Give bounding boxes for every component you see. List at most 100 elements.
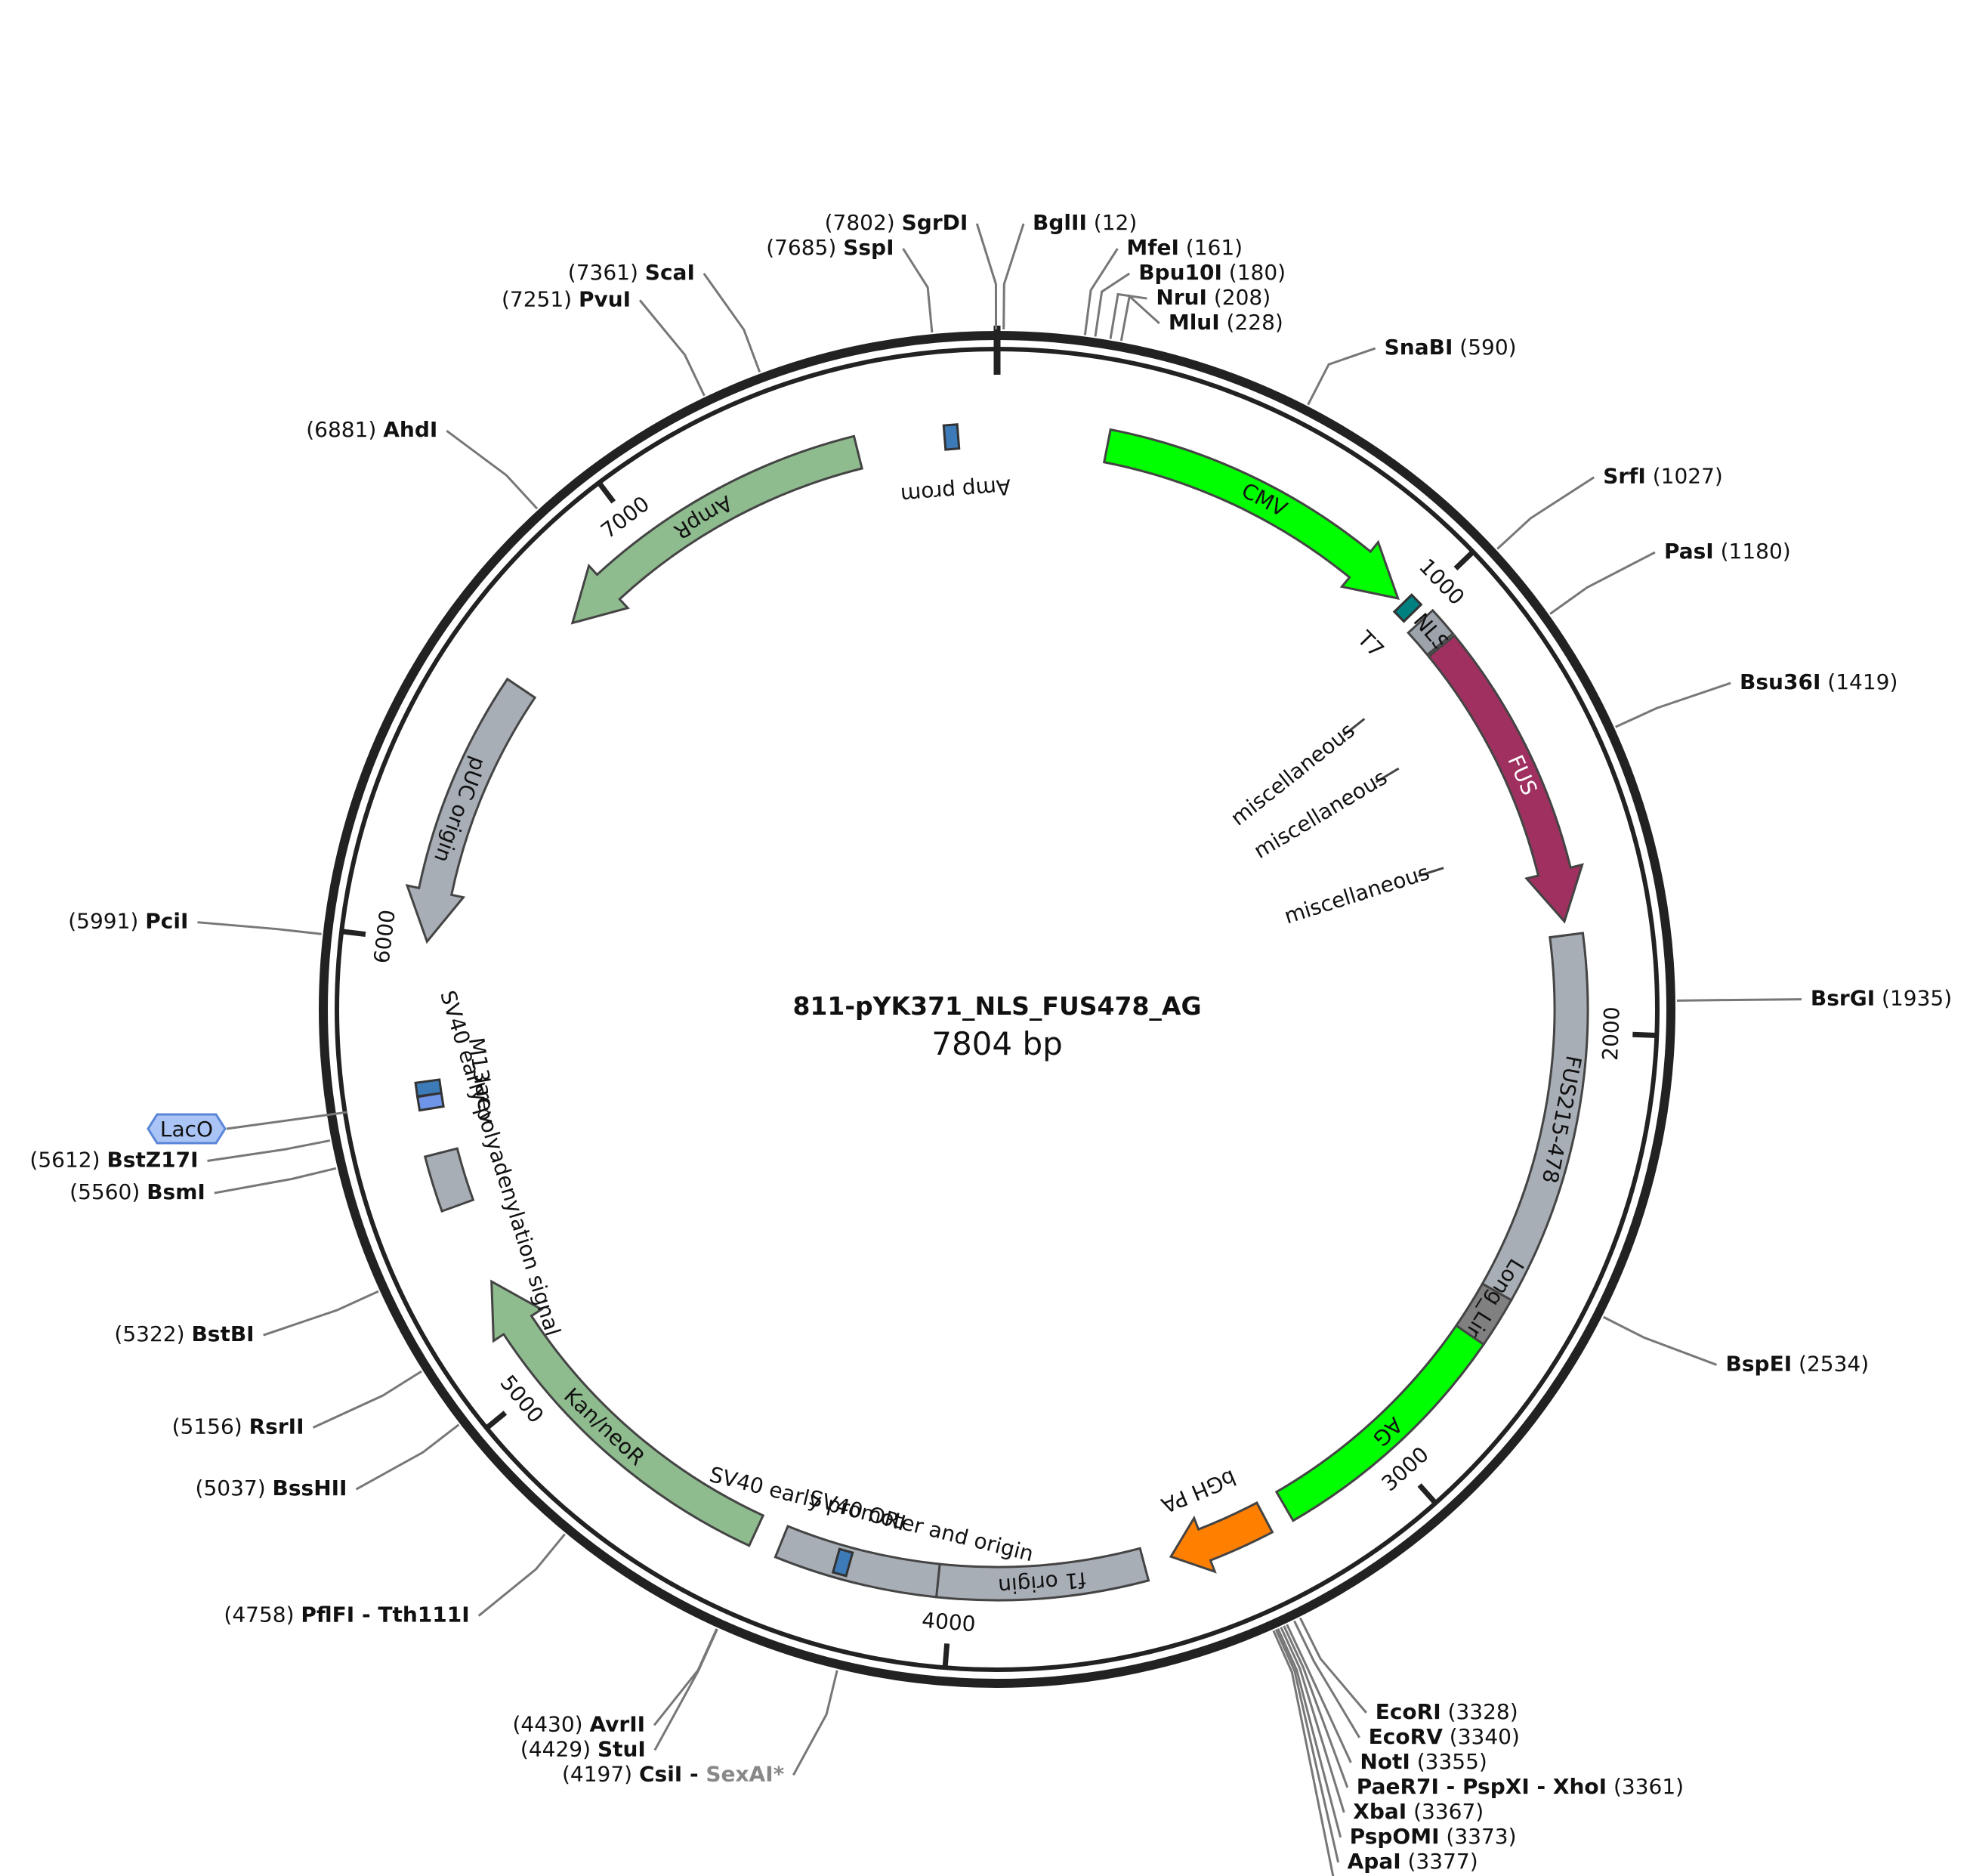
- site-position: (7251): [502, 286, 579, 311]
- site-ecorv: EcoRV (3340): [1293, 1620, 1520, 1749]
- tick-label: 6000: [369, 908, 400, 965]
- site-paer7i-pspxi-xhoi: PaeR7I - PspXI - XhoI (3361): [1283, 1625, 1684, 1799]
- svg-text:(5612) BstZ17I: (5612) BstZ17I: [29, 1148, 198, 1173]
- site-position: (4197): [562, 1761, 639, 1786]
- site-pcii: (5991) PciI: [68, 909, 322, 935]
- misc-label: miscellaneous: [1281, 860, 1432, 929]
- feature-label: Kan/neoR: [559, 1383, 650, 1470]
- site-position: (228): [1220, 310, 1283, 335]
- site-name: ApaI: [1348, 1849, 1401, 1874]
- svg-text:EcoRI (3328): EcoRI (3328): [1376, 1699, 1518, 1724]
- svg-text:(5037) BssHII: (5037) BssHII: [196, 1476, 347, 1500]
- site-name: BglII: [1033, 210, 1087, 235]
- site-name: EcoRV: [1369, 1724, 1444, 1749]
- site-apai: ApaI (3377): [1274, 1629, 1478, 1874]
- site-sspi: (7685) SspI: [766, 235, 934, 333]
- feature-fus215-478: FUS215-478: [1481, 932, 1589, 1302]
- feature-label: T7: [1352, 626, 1389, 663]
- site-name: MluI: [1169, 310, 1220, 335]
- svg-text:SrfI (1027): SrfI (1027): [1603, 464, 1723, 489]
- site-srfi: SrfI (1027): [1496, 464, 1723, 550]
- site-position: (590): [1453, 335, 1516, 360]
- site-pmei: PmeI (3382): [1272, 1630, 1481, 1876]
- site-bstz17i: (5612) BstZ17I: [29, 1139, 331, 1173]
- site-position: (5156): [172, 1414, 249, 1439]
- misc-tick: [1418, 867, 1444, 877]
- svg-text:PmeI (3382): PmeI (3382): [1345, 1874, 1481, 1876]
- site-bsmi: (5560) BsmI: [69, 1167, 337, 1204]
- tick-label: 2000: [1598, 1006, 1625, 1062]
- site-name: BstBI: [191, 1321, 254, 1346]
- feature-t7: T7: [1352, 593, 1423, 663]
- svg-text:NruI (208): NruI (208): [1156, 285, 1271, 310]
- site-position: (3382): [1404, 1874, 1481, 1876]
- site-name: PmeI: [1345, 1874, 1404, 1876]
- svg-text:(5322) BstBI: (5322) BstBI: [114, 1321, 254, 1346]
- svg-text:BsrGI (1935): BsrGI (1935): [1811, 986, 1952, 1011]
- site-position: (3367): [1407, 1799, 1484, 1824]
- site-name: XbaI: [1353, 1799, 1407, 1824]
- site-avrii: (4430) AvrII: [512, 1628, 718, 1736]
- tick-mark: [342, 929, 366, 938]
- tick-mark: [1417, 1483, 1437, 1504]
- site-position: (5991): [68, 909, 145, 934]
- svg-text:BglII (12): BglII (12): [1033, 210, 1137, 235]
- svg-text:(5991) PciI: (5991) PciI: [68, 909, 188, 934]
- site-name: NruI: [1156, 285, 1207, 310]
- site-bstbi: (5322) BstBI: [114, 1290, 379, 1346]
- svg-text:XbaI (3367): XbaI (3367): [1353, 1799, 1484, 1824]
- site-name: NotI: [1360, 1749, 1410, 1774]
- svg-text:(4430) AvrII: (4430) AvrII: [512, 1711, 645, 1736]
- tick-mark: [598, 482, 616, 504]
- site-name: SspI: [843, 235, 894, 260]
- site-position: (3355): [1410, 1749, 1487, 1774]
- site-sgrdi: (7802) SgrDI: [825, 210, 998, 330]
- plasmid-name: 811-pYK371_NLS_FUS478_AG: [792, 991, 1201, 1021]
- tick-mark: [486, 1411, 508, 1429]
- site-name: Bsu36I: [1740, 669, 1820, 694]
- site-bglii: BglII (12): [1002, 210, 1137, 330]
- site-position: (5322): [114, 1321, 191, 1346]
- feature-label: SV40 ORI: [806, 1485, 908, 1536]
- svg-text:MfeI (161): MfeI (161): [1126, 235, 1243, 260]
- tick-mark: [1632, 1031, 1656, 1038]
- svg-text:EcoRV (3340): EcoRV (3340): [1369, 1724, 1520, 1749]
- site-position: (7685): [766, 235, 843, 260]
- laco-label: LacO: [160, 1117, 213, 1142]
- site-name: StuI: [598, 1736, 646, 1761]
- laco-badge: LacO: [147, 1113, 227, 1145]
- site-name: PflFI - Tth111I: [301, 1602, 469, 1627]
- site-position: (208): [1207, 285, 1271, 310]
- misc-tick: [1342, 718, 1366, 737]
- site-stui: (4429) StuI: [520, 1628, 718, 1761]
- misc-tick: [1375, 767, 1400, 783]
- site-bpu10i: Bpu10I (180): [1094, 260, 1286, 337]
- svg-text:PspOMI (3373): PspOMI (3373): [1350, 1824, 1517, 1849]
- svg-text:(7251) PvuI: (7251) PvuI: [502, 286, 631, 311]
- site-position: (5612): [29, 1148, 107, 1173]
- svg-text:SnaBI (590): SnaBI (590): [1385, 335, 1517, 360]
- site-name: EcoRI: [1376, 1699, 1441, 1724]
- site-bsu36i: Bsu36I (1419): [1615, 669, 1898, 728]
- tick-mark: [942, 1643, 950, 1667]
- site-csii: (4197) CsiI - SexAI*: [562, 1670, 838, 1786]
- tick-mark: [1453, 551, 1474, 570]
- feature-ag: AG: [1274, 1324, 1486, 1522]
- site-position: (12): [1087, 210, 1137, 235]
- svg-text:Bsu36I (1419): Bsu36I (1419): [1740, 669, 1898, 694]
- site-mlui: MluI (228): [1119, 294, 1283, 342]
- site-name: AhdI: [383, 417, 437, 442]
- svg-text:MluI (228): MluI (228): [1169, 310, 1283, 335]
- site-position: (180): [1222, 260, 1286, 285]
- site-name: BssHII: [273, 1476, 347, 1500]
- site-name: Bpu10I: [1138, 260, 1222, 285]
- site-name: BstZ17I: [107, 1148, 198, 1173]
- site-position: (3373): [1440, 1824, 1517, 1849]
- svg-text:(7802) SgrDI: (7802) SgrDI: [825, 210, 968, 235]
- site-position: (3361): [1607, 1774, 1684, 1799]
- site-name: AvrII: [590, 1711, 646, 1736]
- site-ahdi: (6881) AhdI: [306, 417, 539, 510]
- site-position: (7802): [825, 210, 902, 235]
- tick-label: 4000: [921, 1608, 977, 1637]
